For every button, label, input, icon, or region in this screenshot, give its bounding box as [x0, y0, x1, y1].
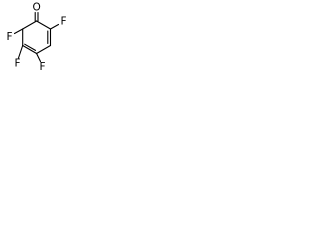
structure-diagram: O F F F F [6, 2, 66, 74]
oxygen-label: O [32, 2, 40, 14]
bond-c6-f [13, 28, 24, 35]
bond-c2-f [49, 23, 60, 30]
fluorine-label-left: F [6, 31, 12, 43]
bond-c4-f [36, 52, 42, 63]
bond-c5-f [17, 44, 24, 59]
bond-c1-c2 [36, 20, 52, 30]
atom-labels: O F F F F [6, 2, 66, 74]
bond-c4-c5-outer [22, 44, 38, 55]
bond-c3-c4 [36, 44, 52, 55]
bond-group [13, 11, 60, 63]
bond-c6-c1 [22, 20, 38, 30]
bond-c4-c5-inner [24, 43, 37, 51]
fluorine-label-bottom-right: F [39, 61, 45, 73]
fluorine-label-bottom-left: F [14, 58, 20, 70]
fluorine-label-top-right: F [60, 16, 66, 28]
